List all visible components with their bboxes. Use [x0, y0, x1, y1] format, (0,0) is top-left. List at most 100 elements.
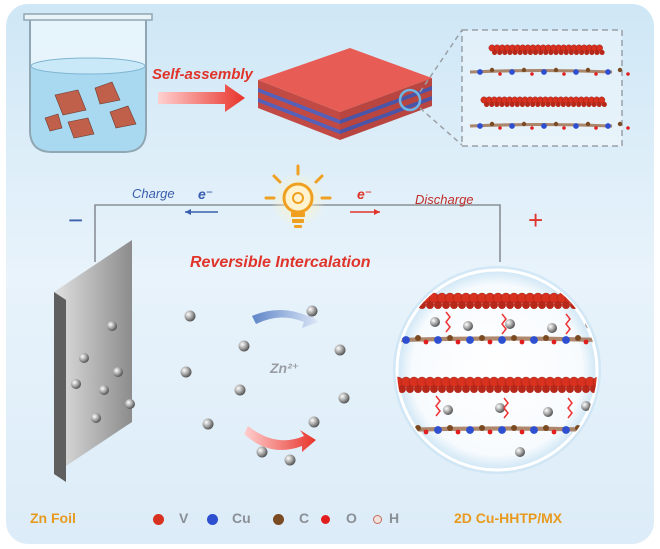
o-atom [538, 301, 546, 309]
o-atom [482, 301, 490, 309]
zn-foil-legend-label: Zn Foil [30, 510, 76, 526]
o-atom [518, 385, 526, 393]
zn-ion [238, 340, 250, 352]
cu-atom [573, 69, 579, 75]
lightbulb-icon [264, 164, 332, 228]
o-atom [566, 385, 574, 393]
o-atom [510, 385, 518, 393]
intercalated-zn [463, 321, 473, 331]
o-atom [542, 385, 550, 393]
o-atom [434, 301, 442, 309]
o-atom [543, 49, 549, 56]
cu-atom [562, 336, 570, 344]
legend-c-label: C [299, 510, 310, 526]
legend-cu-swatch [207, 514, 218, 525]
o-atom [546, 301, 554, 309]
c-atom [511, 425, 517, 431]
o-atom [601, 101, 607, 108]
o-atom [426, 301, 434, 309]
o-atom [524, 101, 531, 108]
charge-ion-arrow [252, 310, 318, 328]
cu-atom [477, 123, 483, 129]
o-atom [517, 49, 523, 56]
o-atom [551, 429, 557, 435]
cu-atom [434, 426, 442, 434]
o-atom [509, 101, 515, 108]
material-legend-label: 2D Cu-HHTP/MX [454, 510, 563, 526]
o-atom [558, 385, 566, 393]
o-atom [626, 126, 630, 130]
o-atom [487, 339, 493, 345]
o-atom [551, 339, 557, 345]
discharge-ion-arrow [244, 426, 316, 452]
o-atom [545, 101, 551, 108]
o-atom [487, 429, 493, 435]
o-atom [519, 339, 525, 345]
o-atom [526, 385, 534, 393]
o-atom [498, 301, 506, 309]
o-atom [519, 429, 525, 435]
o-atom [554, 301, 562, 309]
o-atom [532, 49, 539, 56]
legend-o-label: O [346, 510, 357, 526]
c-atom [415, 335, 421, 341]
legend-c-swatch [273, 514, 284, 525]
c-atom [489, 121, 495, 127]
cu-atom [509, 123, 515, 129]
o-atom [558, 49, 564, 56]
o-atom [534, 385, 542, 393]
hydrogen-bond [503, 397, 509, 419]
hydrogen-bond [567, 397, 573, 419]
o-atom [573, 49, 580, 56]
o-atom [458, 301, 466, 309]
legend-v-swatch [153, 514, 164, 525]
o-atom [584, 49, 590, 56]
o-atom [565, 101, 572, 108]
o-atom [562, 126, 566, 130]
mof-backbone [469, 68, 613, 74]
c-atom [585, 67, 591, 73]
cu-atom [530, 336, 538, 344]
o-atom [474, 301, 482, 309]
v-atom [592, 376, 597, 388]
o-atom [494, 101, 500, 108]
o-atom [438, 385, 446, 393]
o-atom [579, 49, 585, 56]
zn-ion [184, 310, 196, 322]
foil-zn-atoms [71, 321, 135, 423]
cu-atom [477, 69, 483, 75]
o-atom [530, 101, 536, 108]
zn-ion [284, 454, 296, 466]
c-atom [575, 335, 581, 341]
o-atom [422, 385, 430, 393]
o-atom [507, 49, 513, 56]
o-atom [594, 49, 600, 56]
c-atom [585, 121, 591, 127]
zn-ion [234, 384, 246, 396]
c-atom [479, 335, 485, 341]
o-atom [591, 101, 597, 108]
o-atom [466, 301, 474, 309]
c-atom [543, 335, 549, 341]
o-atom [581, 101, 587, 108]
c-atom [553, 67, 559, 73]
mof-backbone [469, 122, 613, 128]
o-atom [498, 126, 502, 130]
o-atom [489, 101, 495, 108]
intercalated-zn [430, 317, 440, 327]
o-atom [522, 301, 530, 309]
legend-cu-label: Cu [232, 510, 251, 526]
o-atom [406, 385, 414, 393]
o-atom [414, 385, 422, 393]
o-atom [589, 49, 595, 56]
o-atom [455, 339, 461, 345]
zn-atom [113, 367, 123, 377]
o-atom [583, 339, 589, 345]
o-atom [462, 385, 470, 393]
o-atom [478, 385, 486, 393]
o-atom [596, 101, 602, 108]
cu-atom [466, 426, 474, 434]
cu-atom [562, 426, 570, 434]
cathode-zoom [393, 266, 601, 474]
c-atom [617, 67, 623, 73]
